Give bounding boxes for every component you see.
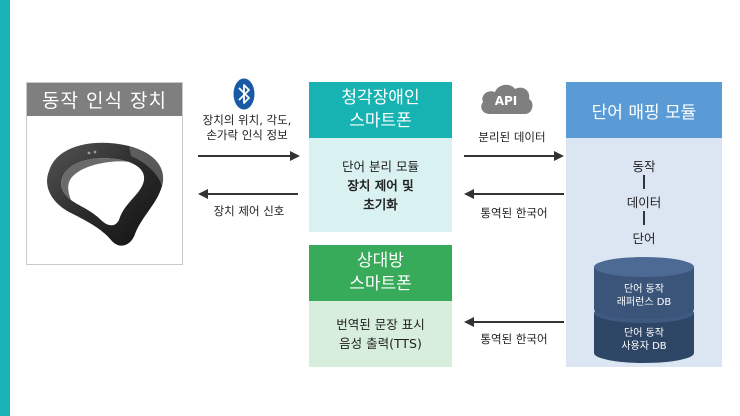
flow-word-text: 단어 bbox=[632, 231, 656, 246]
db-reference-line1: 단어 동작 bbox=[624, 284, 664, 295]
device-to-phone-label: 장치의 위치, 각도, 손가락 인식 정보 bbox=[196, 113, 298, 143]
device-control-text: 장치 제어 및 bbox=[347, 177, 414, 193]
deaf-smartphone-title-line1: 청각장애인 bbox=[341, 88, 420, 108]
mapping-to-phone-label: 통역된 한국어 bbox=[480, 206, 548, 220]
arrow-phone-to-mapping bbox=[464, 151, 564, 161]
db-user-line1: 단어 동작 bbox=[624, 328, 664, 339]
db-user-label: 단어 동작 사용자 DB bbox=[566, 327, 722, 353]
wristband-image bbox=[47, 142, 164, 246]
device-to-phone-label-line1: 장치의 위치, 각도, bbox=[202, 113, 292, 127]
flow-connector-2 bbox=[643, 211, 645, 225]
word-mapping-module-box: 단어 매핑 모듈 동작 데이터 단어 단어 동작 래퍼런스 DB 단어 동작 사… bbox=[566, 82, 722, 367]
deaf-smartphone-title: 청각장애인 스마트폰 bbox=[309, 82, 452, 138]
arrow-device-to-phone bbox=[198, 151, 300, 161]
arrow-mapping-to-phone bbox=[464, 189, 564, 199]
db-reference-label: 단어 동작 래퍼런스 DB bbox=[566, 283, 722, 309]
tts-output-text: 음성 출력(TTS) bbox=[339, 336, 422, 351]
partner-smartphone-title-line1: 상대방 bbox=[357, 251, 404, 271]
flow-data-text: 데이터 bbox=[626, 195, 662, 210]
deaf-smartphone-title-line2: 스마트폰 bbox=[349, 111, 412, 131]
word-mapping-module-title: 단어 매핑 모듈 bbox=[566, 82, 722, 138]
flow-connector-1 bbox=[643, 175, 645, 189]
flow-gesture-text: 동작 bbox=[632, 159, 656, 174]
arrow-phone-to-device bbox=[198, 189, 298, 199]
database-cylinders bbox=[594, 257, 694, 363]
word-split-module-text: 단어 분리 모듈 bbox=[342, 158, 419, 174]
db-user-line2: 사용자 DB bbox=[621, 341, 667, 352]
partner-smartphone-box: 상대방 스마트폰 번역된 문장 표시 음성 출력(TTS) bbox=[309, 245, 452, 367]
api-label: API bbox=[494, 94, 518, 108]
arrow-mapping-to-partner bbox=[464, 317, 564, 327]
phone-to-device-label: 장치 제어 신호 bbox=[213, 204, 285, 218]
accent-bar bbox=[0, 0, 10, 416]
device-to-phone-label-line2: 손가락 인식 정보 bbox=[206, 128, 288, 142]
sentence-display-text: 번역된 문장 표시 bbox=[336, 317, 425, 332]
deaf-smartphone-body: 단어 분리 모듈 장치 제어 및 초기화 bbox=[309, 138, 452, 232]
db-reference-line2: 래퍼런스 DB bbox=[616, 297, 672, 308]
gesture-device-title: 동작 인식 장치 bbox=[27, 83, 182, 116]
initialization-text: 초기화 bbox=[363, 196, 398, 212]
mapping-to-partner-label: 통역된 한국어 bbox=[480, 332, 548, 346]
bluetooth-icon bbox=[233, 78, 255, 110]
api-cloud-icon bbox=[481, 84, 533, 114]
gesture-device-box: 동작 인식 장치 bbox=[26, 82, 183, 265]
deaf-smartphone-box: 청각장애인 스마트폰 단어 분리 모듈 장치 제어 및 초기화 bbox=[309, 82, 452, 232]
phone-to-mapping-label: 분리된 데이터 bbox=[478, 130, 546, 144]
partner-smartphone-title: 상대방 스마트폰 bbox=[309, 245, 452, 301]
partner-smartphone-title-line2: 스마트폰 bbox=[349, 274, 412, 294]
partner-smartphone-body: 번역된 문장 표시 음성 출력(TTS) bbox=[309, 301, 452, 367]
